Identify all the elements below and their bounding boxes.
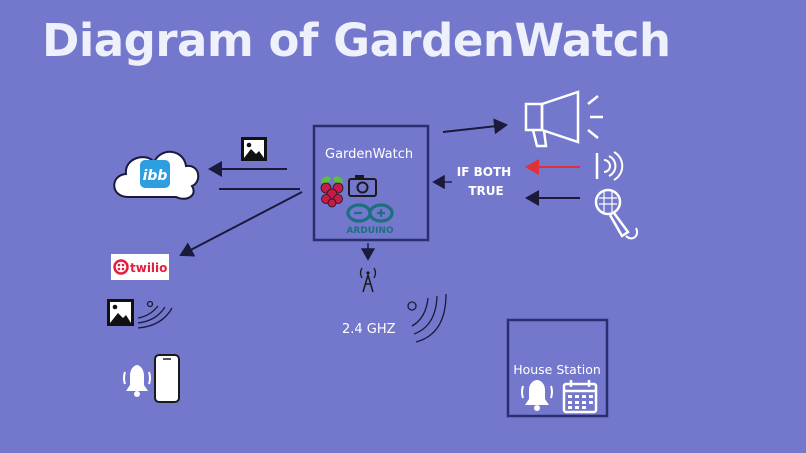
raspberry-pi-icon: [320, 176, 344, 208]
arrow-to-speaker: [442, 118, 508, 135]
twilio-logo-text: twilio: [130, 261, 167, 275]
cloud-icon: ibb: [113, 151, 200, 200]
wireless-waves-icon: [407, 293, 447, 343]
megaphone-icon: [524, 90, 603, 148]
house-bell-icon: [521, 380, 553, 411]
signal-waves-icon: [137, 300, 173, 329]
gardenwatch-label: GardenWatch: [325, 147, 413, 162]
gardenwatch-box: GardenWatch ARDUINO: [312, 124, 430, 242]
twilio-logo: twilio: [111, 254, 169, 280]
antenna-icon: [359, 267, 377, 293]
image-send-icon: [107, 299, 134, 326]
condition-line1: IF BOTH: [457, 165, 511, 179]
phone-icon: [154, 354, 180, 403]
frequency-label: 2.4 GHZ: [342, 322, 396, 337]
house-station-box: House Station: [506, 318, 609, 418]
arduino-logo-icon: ARDUINO: [346, 203, 394, 236]
ibb-logo-text: ibb: [143, 168, 168, 184]
diagram-title: Diagram of GardenWatch: [42, 14, 671, 67]
motion-sensor-icon: [595, 151, 624, 181]
microphone-icon: [594, 188, 638, 240]
arduino-logo-text: ARDUINO: [346, 226, 394, 236]
condition-line2: TRUE: [468, 184, 503, 198]
house-station-label: House Station: [513, 362, 601, 377]
arrow-to-twilio: [179, 191, 303, 257]
image-upload-icon: [241, 137, 267, 161]
camera-icon: [348, 175, 377, 197]
calendar-icon: [562, 380, 598, 414]
bell-icon: [123, 365, 151, 397]
